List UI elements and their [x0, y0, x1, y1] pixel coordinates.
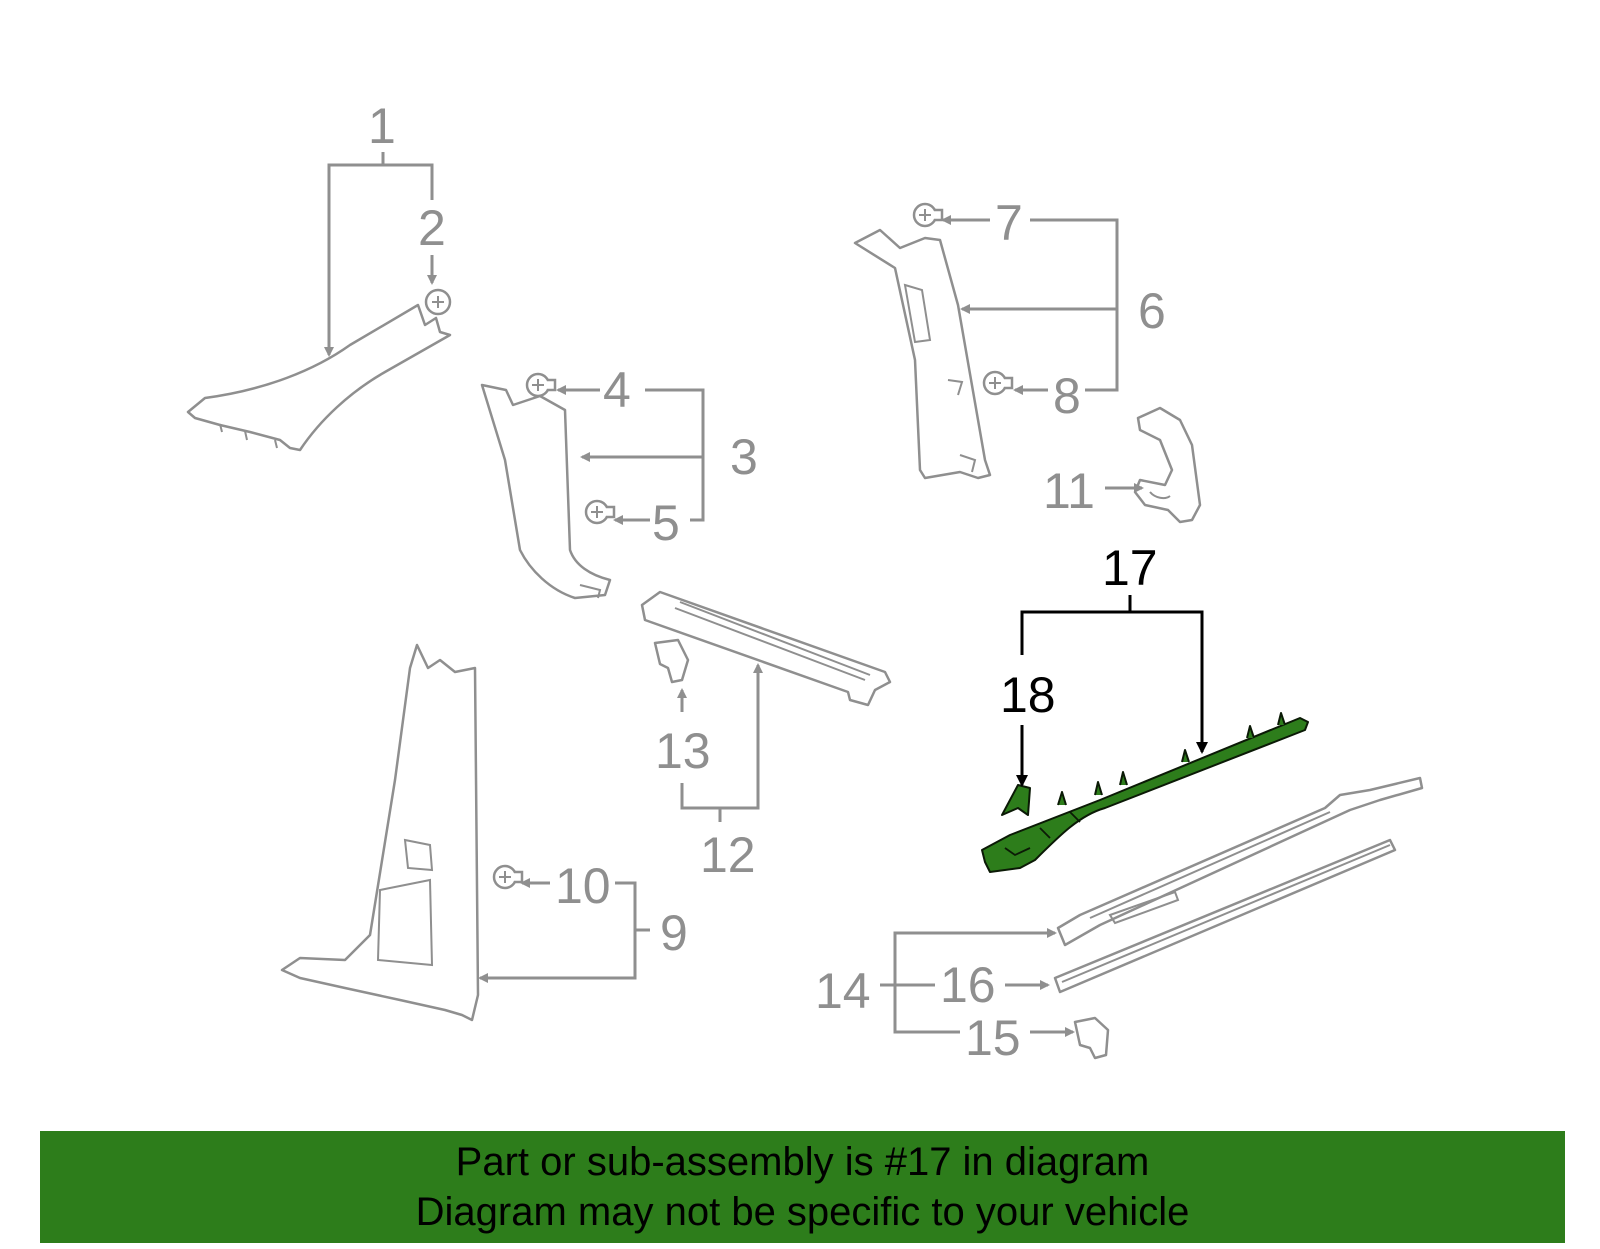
part-2-clip	[424, 288, 452, 316]
callout-4: 4	[603, 362, 631, 418]
callout-9: 9	[660, 905, 688, 961]
callout-7: 7	[995, 195, 1023, 251]
callout-5: 5	[652, 495, 680, 551]
callout-18: 18	[1000, 667, 1056, 723]
leader-17-arrow	[1130, 610, 1208, 754]
callout-12: 12	[700, 827, 756, 883]
footer-line-2: Diagram may not be specific to your vehi…	[415, 1190, 1190, 1234]
leader-1-branch	[383, 163, 434, 200]
callout-3: 3	[730, 429, 758, 485]
leader-14-lower	[893, 985, 960, 1034]
part-8-screw	[982, 370, 1014, 396]
part-16-sill-strip	[1053, 838, 1397, 994]
part-3-pillar-garnish	[480, 383, 612, 600]
part-18-clip	[1001, 784, 1031, 816]
callout-11: 11	[1043, 463, 1095, 519]
callout-8: 8	[1053, 368, 1081, 424]
callout-1: 1	[368, 98, 396, 154]
callout-13: 13	[655, 723, 711, 779]
part-13-clip	[653, 638, 690, 684]
part-10-screw	[492, 864, 524, 890]
callout-15: 15	[965, 1010, 1021, 1066]
part-5-screw	[584, 499, 616, 525]
part-4-screw	[525, 372, 557, 398]
callout-17: 17	[1102, 540, 1158, 596]
leader-6	[1030, 218, 1119, 392]
callout-2: 2	[418, 200, 446, 256]
leader-14	[880, 928, 1057, 987]
parts-diagram: 1 2 4 3 5 7 6 8 11 13 12	[186, 98, 1424, 1066]
footer-banner: Part or sub-assembly is #17 in diagram D…	[40, 1131, 1565, 1243]
part-11-bracket	[1133, 406, 1202, 524]
part-17-rocker-assembly	[981, 712, 1309, 873]
footer-line-1: Part or sub-assembly is #17 in diagram	[455, 1140, 1150, 1184]
leader-3	[645, 388, 705, 522]
part-7-screw	[912, 202, 944, 228]
part-6-pillar-upper	[853, 228, 992, 480]
callout-16: 16	[940, 957, 996, 1013]
callout-14: 14	[815, 963, 871, 1019]
part-14-sill-panel	[1056, 776, 1424, 947]
part-12-scuff-plate	[640, 590, 892, 707]
callout-10: 10	[555, 858, 611, 914]
part-15-clip	[1073, 1016, 1110, 1060]
callout-6: 6	[1138, 283, 1166, 339]
leader-17	[1020, 595, 1132, 655]
part-9-pillar-lower	[280, 643, 480, 1022]
part-1-pillar-trim	[186, 303, 452, 452]
leader-1	[324, 152, 385, 357]
